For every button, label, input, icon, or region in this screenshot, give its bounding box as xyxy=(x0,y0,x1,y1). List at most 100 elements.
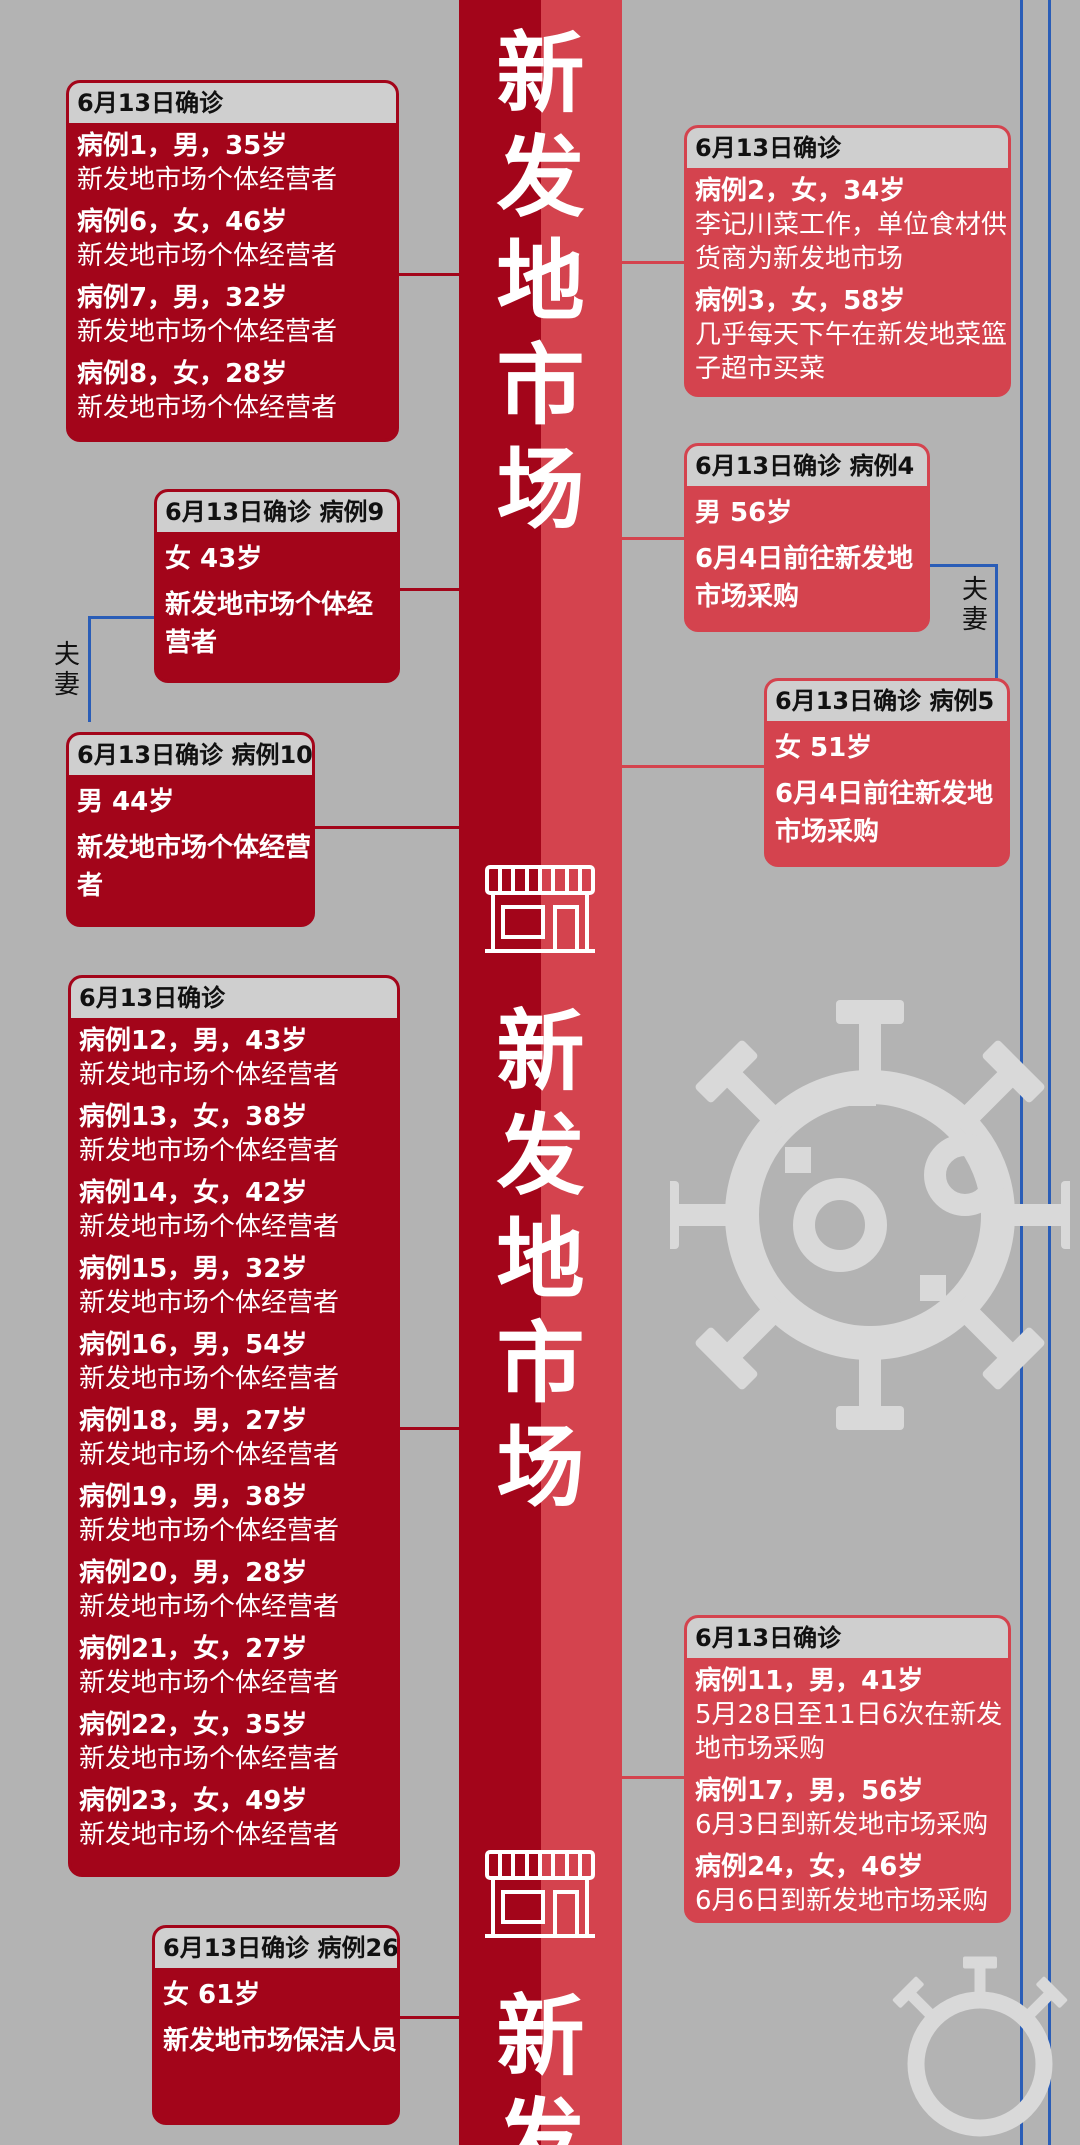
timeline-column-light xyxy=(541,0,622,2145)
case-desc: 李记川菜工作，单位食材供货商为新发地市场 xyxy=(695,210,1008,274)
couple-label-right: 夫妻 xyxy=(961,575,988,635)
case-desc: 新发地市场个体经营者 xyxy=(79,1440,340,1470)
card-header: 6月13日确诊 xyxy=(71,978,397,1018)
case-title: 病例19，男，38岁 xyxy=(79,1482,308,1512)
case-card-26: 6月13日确诊 病例26 女 61岁 新发地市场保洁人员 xyxy=(152,1925,400,2125)
virus-icon xyxy=(670,1000,1070,1430)
card-header: 6月13日确诊 病例5 xyxy=(767,681,1007,721)
case-card-9: 6月13日确诊 病例9 女 43岁 新发地市场个体经营者 xyxy=(154,489,400,683)
case-desc: 新发地市场个体经营者 xyxy=(79,1364,340,1394)
case-title: 病例12，男，43岁 xyxy=(79,1026,308,1056)
case-title: 病例14，女，42岁 xyxy=(79,1178,308,1208)
case-title: 病例3，女，58岁 xyxy=(695,286,906,316)
case-desc: 新发地市场个体经营者 xyxy=(79,1288,340,1318)
shop-icon xyxy=(485,865,595,953)
case-entry: 病例16，男，54岁新发地市场个体经营者 xyxy=(79,1328,397,1396)
case-entry: 病例19，男，38岁新发地市场个体经营者 xyxy=(79,1480,397,1548)
card-header: 6月13日确诊 病例26 xyxy=(155,1928,397,1968)
case-title: 病例20，男，28岁 xyxy=(79,1558,308,1588)
case-entry: 病例3，女，58岁几乎每天下午在新发地菜篮子超市买菜 xyxy=(695,284,1008,386)
case-title: 病例11，男，41岁 xyxy=(695,1666,924,1696)
card-header: 6月13日确诊 病例4 xyxy=(687,446,927,486)
card-header: 6月13日确诊 xyxy=(687,128,1008,168)
connector-c1 xyxy=(398,273,459,276)
couple-bracket-vertical-left xyxy=(88,616,91,722)
case-desc: 新发地市场个体经营者 xyxy=(77,833,312,901)
case-desc: 6月4日前往新发地市场采购 xyxy=(775,779,994,847)
case-desc: 几乎每天下午在新发地菜篮子超市买菜 xyxy=(695,320,1008,384)
case-entry: 病例17，男，56岁 6月3日到新发地市场采购 xyxy=(695,1774,1008,1842)
connector-c11 xyxy=(622,1776,684,1779)
virus-icon xyxy=(892,1956,1068,2137)
case-desc: 新发地市场个体经营者 xyxy=(77,317,338,347)
case-desc: 新发地市场个体经营者 xyxy=(79,1516,340,1546)
case-desc: 新发地市场保洁人员 xyxy=(163,2026,398,2056)
case-desc: 6月3日到新发地市场采购 xyxy=(695,1810,989,1840)
case-card-2-3: 6月13日确诊 病例2，女，34岁李记川菜工作，单位食材供货商为新发地市场 病例… xyxy=(684,125,1011,397)
case-desc: 新发地市场个体经营者 xyxy=(79,1136,340,1166)
case-card-10: 6月13日确诊 病例10 男 44岁 新发地市场个体经营者 xyxy=(66,732,315,927)
case-entry: 病例8，女，28岁新发地市场个体经营者 xyxy=(77,357,396,425)
connector-c4 xyxy=(622,537,684,540)
case-title: 病例1，男，35岁 xyxy=(77,131,288,161)
timeline-column-dark xyxy=(459,0,541,2145)
case-card-11-17-24: 6月13日确诊 病例11，男，41岁 5月28日至11日6次在新发地市场采购 病例… xyxy=(684,1615,1011,1923)
case-title: 病例17，男，56岁 xyxy=(695,1776,924,1806)
case-title: 病例8，女，28岁 xyxy=(77,359,288,389)
card-header: 6月13日确诊 xyxy=(69,83,396,123)
case-desc: 新发地市场个体经营者 xyxy=(79,1668,340,1698)
case-desc: 5月28日至11日6次在新发地市场采购 xyxy=(695,1700,1003,1764)
case-desc: 6月6日到新发地市场采购 xyxy=(695,1886,989,1916)
case-desc: 新发地市场个体经营者 xyxy=(79,1820,340,1850)
case-title: 病例16，男，54岁 xyxy=(79,1330,308,1360)
case-entry: 病例15，男，32岁新发地市场个体经营者 xyxy=(79,1252,397,1320)
case-entry: 病例12，男，43岁新发地市场个体经营者 xyxy=(79,1024,397,1092)
connector-c5 xyxy=(622,765,764,768)
connector-c12 xyxy=(400,1427,459,1430)
card-header: 6月13日确诊 病例9 xyxy=(157,492,397,532)
case-card-1-6-7-8: 6月13日确诊 病例1，男，35岁新发地市场个体经营者 病例6，女，46岁新发地… xyxy=(66,80,399,442)
case-entry: 病例14，女，42岁新发地市场个体经营者 xyxy=(79,1176,397,1244)
case-title: 病例18，男，27岁 xyxy=(79,1406,308,1436)
case-gender-age: 女 61岁 xyxy=(163,1980,261,2010)
connector-c9 xyxy=(400,588,459,591)
case-gender-age: 男 44岁 xyxy=(77,787,175,817)
case-entry: 病例23，女，49岁新发地市场个体经营者 xyxy=(79,1784,397,1852)
case-entry: 病例7，男，32岁新发地市场个体经营者 xyxy=(77,281,396,349)
case-gender-age: 女 51岁 xyxy=(775,733,873,763)
case-title: 病例7，男，32岁 xyxy=(77,283,288,313)
case-entry: 病例2，女，34岁李记川菜工作，单位食材供货商为新发地市场 xyxy=(695,174,1008,276)
case-desc: 新发地市场个体经营者 xyxy=(79,1744,340,1774)
case-entry: 病例11，男，41岁 5月28日至11日6次在新发地市场采购 xyxy=(695,1664,1008,1766)
shop-icon xyxy=(485,1850,595,1938)
case-entry: 病例22，女，35岁新发地市场个体经营者 xyxy=(79,1708,397,1776)
case-desc: 新发地市场个体经营者 xyxy=(79,1060,340,1090)
column-title-3: 新发 xyxy=(496,1985,585,2145)
case-entry: 病例6，女，46岁新发地市场个体经营者 xyxy=(77,205,396,273)
case-desc: 新发地市场个体经营者 xyxy=(77,393,338,423)
case-desc: 6月4日前往新发地市场采购 xyxy=(695,544,914,612)
case-gender-age: 男 56岁 xyxy=(695,498,793,528)
case-title: 病例6，女，46岁 xyxy=(77,207,288,237)
case-title: 病例22，女，35岁 xyxy=(79,1710,308,1740)
case-entry: 病例1，男，35岁新发地市场个体经营者 xyxy=(77,129,396,197)
case-entry: 病例13，女，38岁新发地市场个体经营者 xyxy=(79,1100,397,1168)
card-header: 6月13日确诊 病例10 xyxy=(69,735,312,775)
column-title-1: 新发地市场 xyxy=(496,22,585,541)
couple-bracket-top-left xyxy=(88,616,154,619)
connector-c26 xyxy=(400,2016,459,2019)
case-entry: 病例18，男，27岁新发地市场个体经营者 xyxy=(79,1404,397,1472)
case-desc: 新发地市场个体经营者 xyxy=(77,165,338,195)
case-title: 病例15，男，32岁 xyxy=(79,1254,308,1284)
case-title: 病例2，女，34岁 xyxy=(695,176,906,206)
connector-c10 xyxy=(315,826,459,829)
case-entry: 病例20，男，28岁新发地市场个体经营者 xyxy=(79,1556,397,1624)
edge-line-right xyxy=(1048,0,1051,2145)
card-header: 6月13日确诊 xyxy=(687,1618,1008,1658)
case-card-12-to-23: 6月13日确诊 病例12，男，43岁新发地市场个体经营者 病例13，女，38岁新… xyxy=(68,975,400,1877)
case-entry: 病例21，女，27岁新发地市场个体经营者 xyxy=(79,1632,397,1700)
case-gender-age: 女 43岁 xyxy=(165,544,263,574)
case-title: 病例21，女，27岁 xyxy=(79,1634,308,1664)
